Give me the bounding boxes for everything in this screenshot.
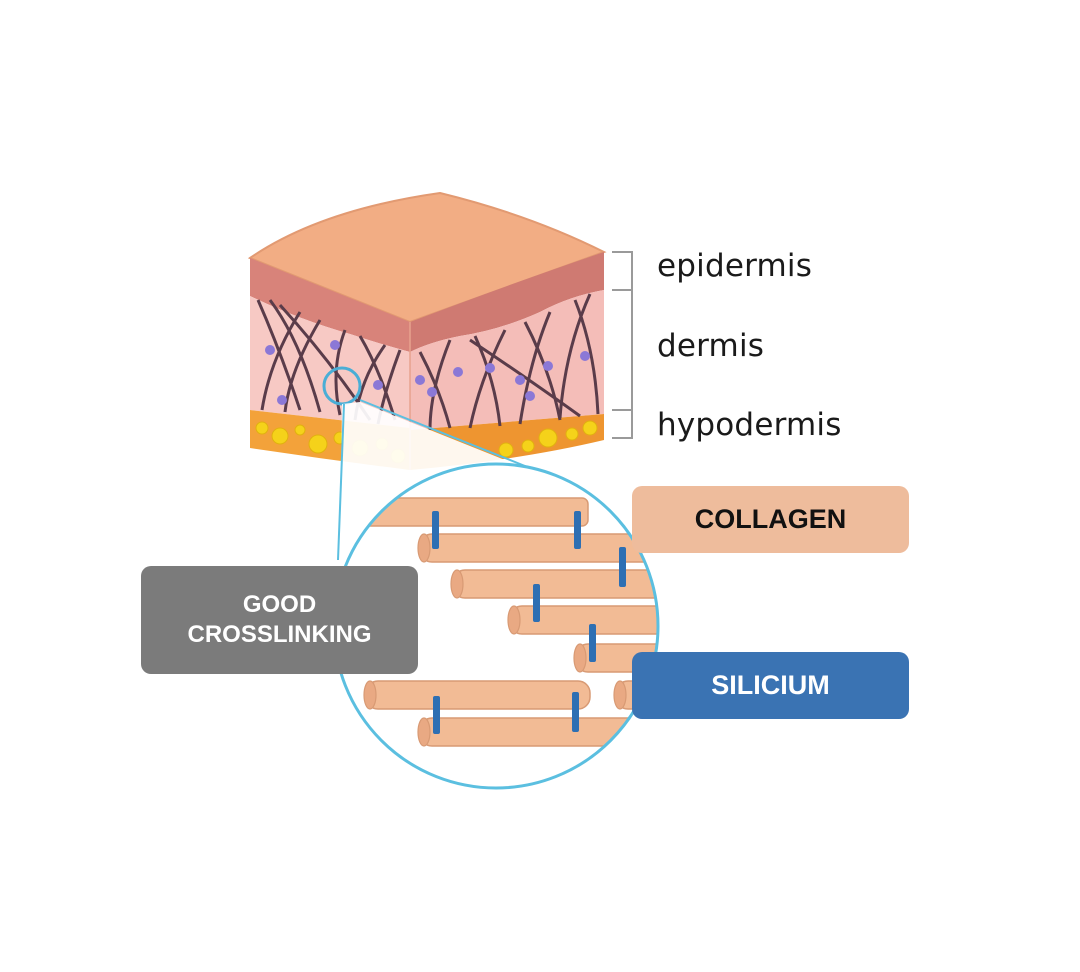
crosslink-bond: [619, 547, 626, 587]
layer-bracket: [612, 251, 633, 439]
crosslink-bond: [432, 511, 439, 549]
crosslink-bond: [433, 696, 440, 734]
crosslink-bond: [572, 692, 579, 732]
epidermis-band-side: [410, 252, 604, 352]
epidermis-band-front: [250, 258, 410, 352]
good-crosslinking-line1: GOOD: [242, 591, 317, 618]
skin-block-illustration: [247, 191, 607, 470]
silicium-tag: SILICIUM: [632, 652, 909, 719]
label-epidermis: epidermis: [657, 248, 813, 284]
collagen-fiber: [359, 497, 589, 527]
collagen-fibers: [359, 497, 658, 747]
dermis-cells: [265, 340, 590, 405]
crosslink-bond: [574, 511, 581, 549]
crosslink-bond: [533, 584, 540, 622]
collagen-tag: COLLAGEN: [632, 486, 909, 553]
good-crosslinking-tag: GOOD CROSSLINKING: [141, 566, 418, 674]
crosslink-bond: [589, 624, 596, 662]
collagen-fiber: [419, 717, 658, 747]
label-hypodermis: hypodermis: [657, 407, 842, 443]
collagen-fiber: [365, 680, 591, 710]
zoom-magnifier: [322, 366, 660, 790]
label-dermis: dermis: [657, 328, 765, 364]
good-crosslinking-line2: CROSSLINKING: [187, 621, 372, 648]
